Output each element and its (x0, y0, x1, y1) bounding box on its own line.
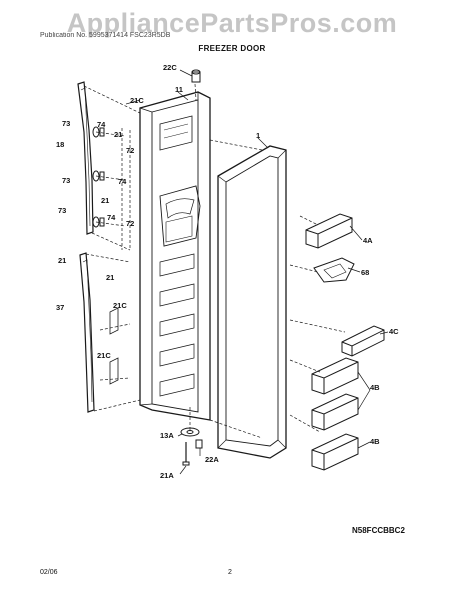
assembly-dash-lines (83, 83, 346, 439)
bottom-hinge-parts (180, 427, 203, 466)
model-code: N58FCCBBC2 (352, 526, 405, 535)
label-4b-lower: 4B (370, 437, 380, 446)
label-4a: 4A (363, 236, 373, 245)
ice-chute-68 (313, 257, 355, 283)
label-22a: 22A (205, 455, 219, 464)
label-74-bottom: 74 (107, 213, 116, 222)
label-72-bottom: 72 (126, 219, 134, 228)
door-bin-4b-upper (311, 357, 359, 395)
label-73-top: 73 (62, 119, 70, 128)
door-gasket (217, 145, 287, 459)
trim-retainers (109, 307, 119, 385)
label-4b-upper: 4B (370, 383, 380, 392)
label-72-top: 72 (126, 146, 134, 155)
label-68: 68 (361, 268, 369, 277)
door-bin-4b-middle (311, 393, 359, 431)
label-74-top: 74 (97, 120, 106, 129)
label-4c: 4C (389, 327, 399, 336)
section-title: FREEZER DOOR (198, 44, 266, 53)
door-bin-4b-lower (311, 433, 359, 471)
label-22c: 22C (163, 63, 177, 72)
door-bin-4a (305, 213, 353, 249)
label-21c-top: 21C (130, 96, 144, 105)
label-21-third: 21 (58, 256, 66, 265)
door-handle-trim (77, 81, 95, 413)
watermark-text: AppliancePartsPros.com (66, 8, 398, 38)
label-37: 37 (56, 303, 64, 312)
door-bin-4c (341, 325, 385, 357)
label-21-first: 21 (114, 130, 122, 139)
footer-page-number: 2 (228, 569, 232, 576)
leader-lines (125, 69, 389, 475)
label-1: 1 (256, 131, 260, 140)
publication-header: Publication No. 5995371414 FSC23R5DB (40, 32, 171, 39)
footer-date: 02/06 (40, 569, 58, 576)
label-73-bottom: 73 (58, 206, 66, 215)
label-11: 11 (175, 85, 183, 94)
hinge-clips (92, 126, 105, 228)
label-21c-bottom: 21C (97, 351, 111, 360)
part-number-labels: 22C 11 21C 1 73 74 21 18 72 73 74 21 73 … (56, 63, 399, 480)
label-18: 18 (56, 140, 64, 149)
label-21a: 21A (160, 471, 174, 480)
label-74-middle: 74 (118, 177, 127, 186)
label-21-fourth: 21 (106, 273, 114, 282)
top-hinge-bushing (191, 69, 201, 83)
label-21c-middle: 21C (113, 301, 127, 310)
label-21-second: 21 (101, 196, 109, 205)
label-73-middle: 73 (62, 176, 70, 185)
door-shell (139, 91, 211, 421)
label-13a: 13A (160, 431, 174, 440)
